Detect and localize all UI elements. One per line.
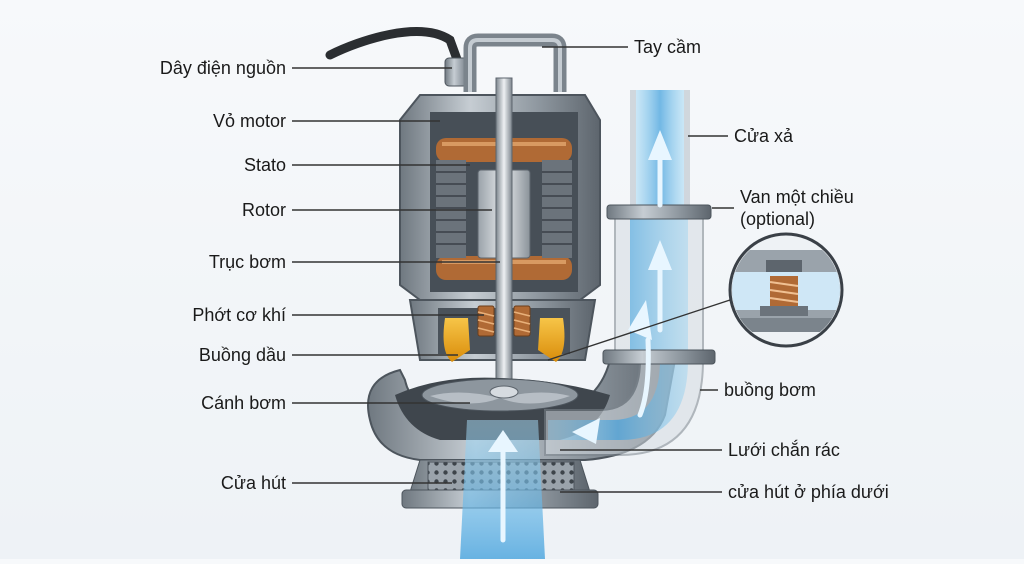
label-bottom-suction: cửa hút ở phía dưới [728, 482, 889, 502]
oil-chamber-shape [443, 318, 470, 362]
label-pump-shaft: Trục bơm [208, 252, 286, 272]
label-power-cable: Dây điện nguồn [159, 58, 286, 78]
label-check-valve: Van một chiều (optional) [740, 187, 854, 229]
label-motor-housing: Vỏ motor [212, 111, 286, 131]
label-impeller: Cánh bơm [201, 393, 286, 413]
label-debris-screen: Lưới chắn rác [728, 440, 840, 460]
label-rotor: Rotor [241, 200, 286, 220]
label-mechanical-seal: Phớt cơ khí [192, 305, 286, 325]
power-cable-shape [325, 27, 463, 67]
label-discharge-port: Cửa xả [734, 126, 794, 146]
label-oil-chamber: Buồng dầu [198, 345, 286, 365]
check-valve-inset [728, 232, 844, 348]
label-suction-port: Cửa hút [220, 473, 286, 493]
impeller-shape [421, 378, 579, 412]
label-stator: Stato [243, 155, 286, 175]
handle-shape [463, 33, 567, 92]
shaft-shape [495, 77, 513, 397]
label-pump-chamber: buồng bơm [724, 380, 816, 400]
leader-lines [292, 46, 734, 493]
label-handle: Tay cầm [634, 37, 702, 57]
